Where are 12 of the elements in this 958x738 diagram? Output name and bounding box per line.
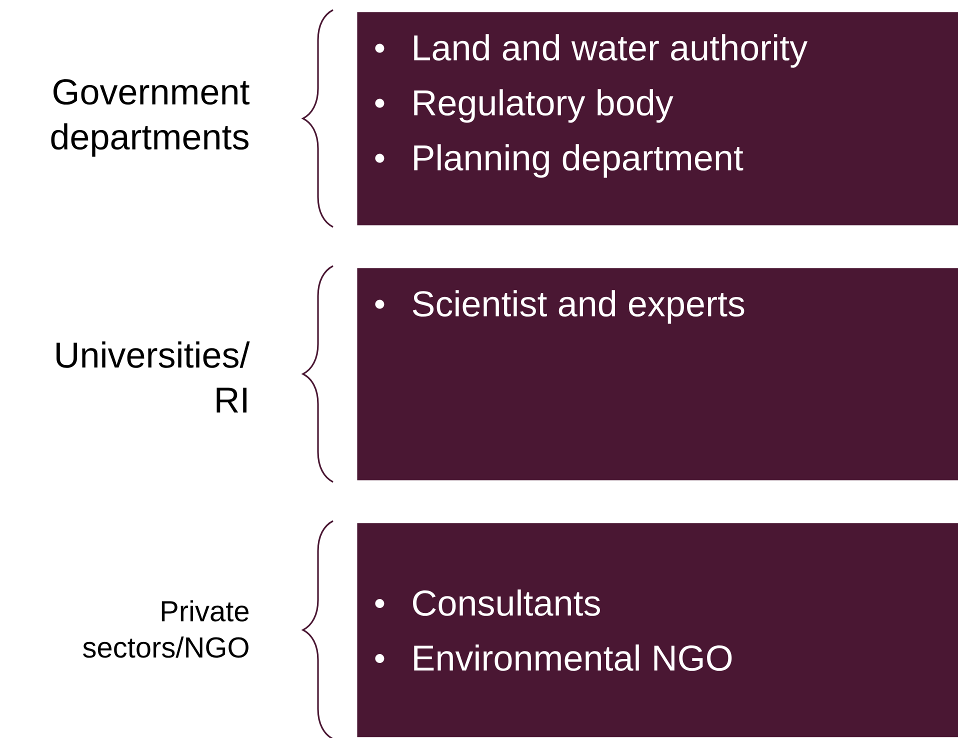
group-label: Universities/ RI (56, 341, 250, 413)
bullet-item: Regulatory body (414, 89, 674, 123)
list-box (357, 268, 958, 480)
group-label: Private sectors/NGO (83, 600, 249, 658)
list-box (357, 523, 958, 738)
bullet-item: Planning department (414, 144, 744, 178)
bullet-item: Consultants (413, 589, 600, 616)
bullet-item: Scientist and experts (412, 290, 744, 324)
bullet-item: Environmental NGO (414, 644, 732, 671)
list-box (357, 12, 958, 226)
group-label: Government departments (51, 79, 250, 157)
bullet-item: Land and water authority (414, 34, 808, 68)
